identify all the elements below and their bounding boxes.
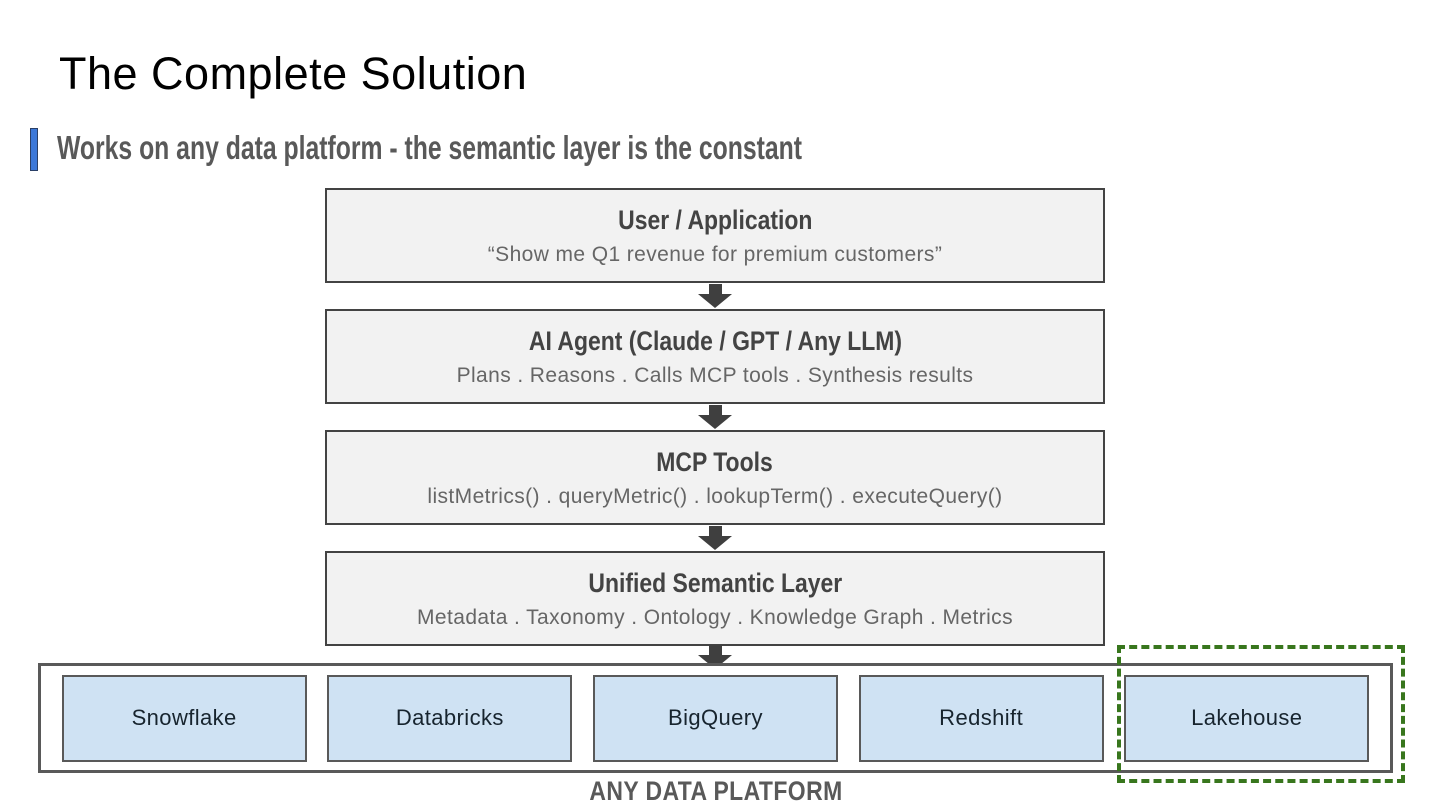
flow-box-heading: MCP Tools <box>656 446 774 477</box>
flow-box-heading: AI Agent (Claude / GPT / Any LLM) <box>528 325 902 356</box>
flow-box-detail: “Show me Q1 revenue for premium customer… <box>487 242 943 266</box>
platforms-caption-label: ANY DATA PLATFORM <box>588 776 843 806</box>
flow-box-detail: Metadata . Taxonomy . Ontology . Knowled… <box>417 605 1013 629</box>
platform-box-databricks: Databricks <box>327 674 573 762</box>
flow-box-user-application: User / Application “Show me Q1 revenue f… <box>325 188 1105 283</box>
down-arrow-icon <box>698 405 732 429</box>
platform-box-snowflake: Snowflake <box>61 674 307 762</box>
flow-box-mcp-tools: MCP Tools listMetrics() . queryMetric() … <box>325 430 1105 525</box>
flow-box-unified-semantic-layer: Unified Semantic Layer Metadata . Taxono… <box>325 551 1105 646</box>
platform-box-redshift: Redshift <box>858 674 1104 762</box>
platform-box-bigquery: BigQuery <box>592 674 838 762</box>
slide-subtitle: Works on any data platform - the semanti… <box>57 129 802 166</box>
down-arrow-icon <box>698 526 732 550</box>
flow-box-heading: User / Application <box>617 204 813 235</box>
platforms-container: Snowflake Databricks BigQuery Redshift L… <box>38 663 1393 773</box>
flow-box-heading: Unified Semantic Layer <box>588 567 842 598</box>
down-arrow-icon <box>698 284 732 308</box>
platforms-caption: ANY DATA PLATFORM <box>38 776 1393 807</box>
flow-box-detail: Plans . Reasons . Calls MCP tools . Synt… <box>456 363 974 387</box>
platform-box-lakehouse: Lakehouse <box>1124 674 1370 762</box>
slide-title: The Complete Solution <box>59 48 528 99</box>
flow-diagram: User / Application “Show me Q1 revenue f… <box>325 188 1105 669</box>
subtitle-accent-bar <box>30 128 38 171</box>
flow-box-ai-agent: AI Agent (Claude / GPT / Any LLM) Plans … <box>325 309 1105 404</box>
flow-box-detail: listMetrics() . queryMetric() . lookupTe… <box>427 484 1003 508</box>
lakehouse-highlight-outline <box>1117 645 1405 783</box>
